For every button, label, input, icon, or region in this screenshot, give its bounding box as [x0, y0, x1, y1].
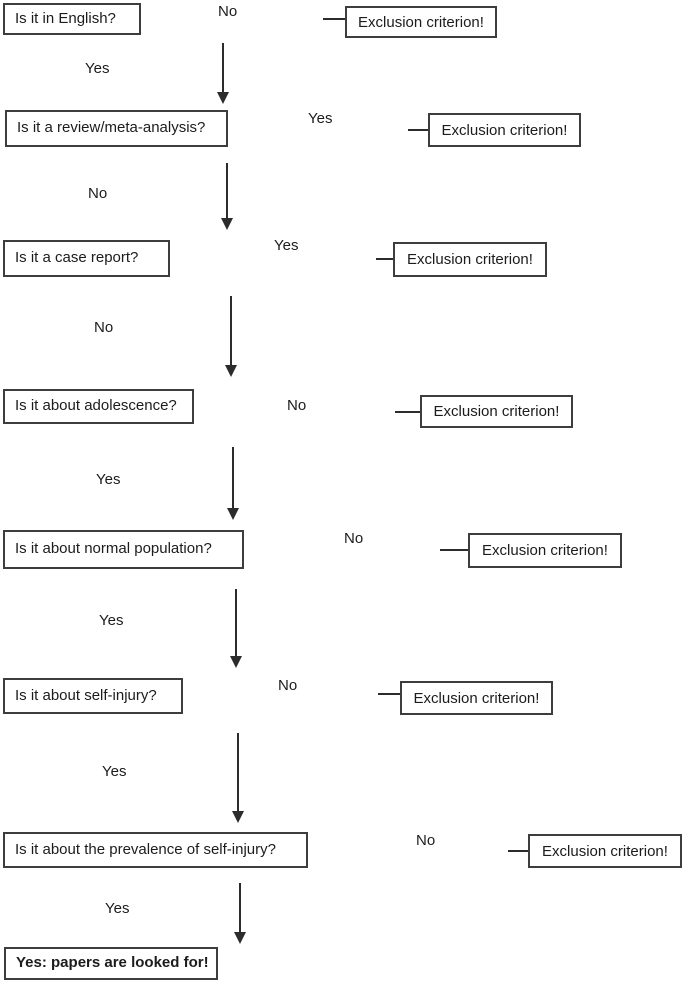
down-arrow-icon	[232, 733, 244, 823]
branch-label-yes: Yes	[85, 60, 110, 77]
question-box-self-injury: Is it about self-injury?	[3, 678, 183, 714]
branch-label-yes: Yes	[102, 763, 127, 780]
down-arrow-icon	[225, 296, 237, 377]
exclusion-box: Exclusion criterion!	[345, 6, 497, 38]
branch-label-no: No	[88, 185, 108, 202]
exclusion-connector-line	[378, 693, 400, 695]
question-box-review-meta-analysis: Is it a review/meta-analysis?	[5, 110, 228, 147]
exclusion-box: Exclusion criterion!	[468, 533, 622, 568]
branch-label-no: No	[287, 397, 307, 414]
exclusion-box: Exclusion criterion!	[528, 834, 682, 868]
exclusion-connector-line	[508, 850, 528, 852]
exclusion-connector-line	[323, 18, 345, 20]
branch-label-no: No	[218, 3, 238, 20]
down-arrow-icon	[234, 883, 246, 944]
exclusion-box: Exclusion criterion!	[393, 242, 547, 277]
exclusion-box: Exclusion criterion!	[420, 395, 573, 428]
question-box-case-report: Is it a case report?	[3, 240, 170, 277]
exclusion-connector-line	[440, 549, 468, 551]
exclusion-connector-line	[376, 258, 393, 260]
exclusion-box: Exclusion criterion!	[400, 681, 553, 715]
exclusion-box: Exclusion criterion!	[428, 113, 581, 147]
down-arrow-icon	[227, 447, 239, 520]
down-arrow-icon	[217, 43, 229, 104]
exclusion-connector-line	[395, 411, 420, 413]
question-box-adolescence: Is it about adolescence?	[3, 389, 194, 424]
branch-label-yes: Yes	[99, 612, 124, 629]
question-box-normal-population: Is it about normal population?	[3, 530, 244, 569]
branch-label-no: No	[94, 319, 114, 336]
branch-label-yes: Yes	[96, 471, 121, 488]
down-arrow-icon	[221, 163, 233, 230]
question-box-english: Is it in English?	[3, 3, 141, 35]
branch-label-no: No	[344, 530, 364, 547]
final-box-papers-looked-for: Yes: papers are looked for!	[4, 947, 218, 980]
exclusion-connector-line	[408, 129, 428, 131]
branch-label-no: No	[278, 677, 298, 694]
branch-label-yes: Yes	[308, 110, 333, 127]
branch-label-yes: Yes	[105, 900, 130, 917]
branch-label-yes: Yes	[274, 237, 299, 254]
question-box-prevalence-self-injury: Is it about the prevalence of self-injur…	[3, 832, 308, 868]
branch-label-no: No	[416, 832, 436, 849]
down-arrow-icon	[230, 589, 242, 668]
